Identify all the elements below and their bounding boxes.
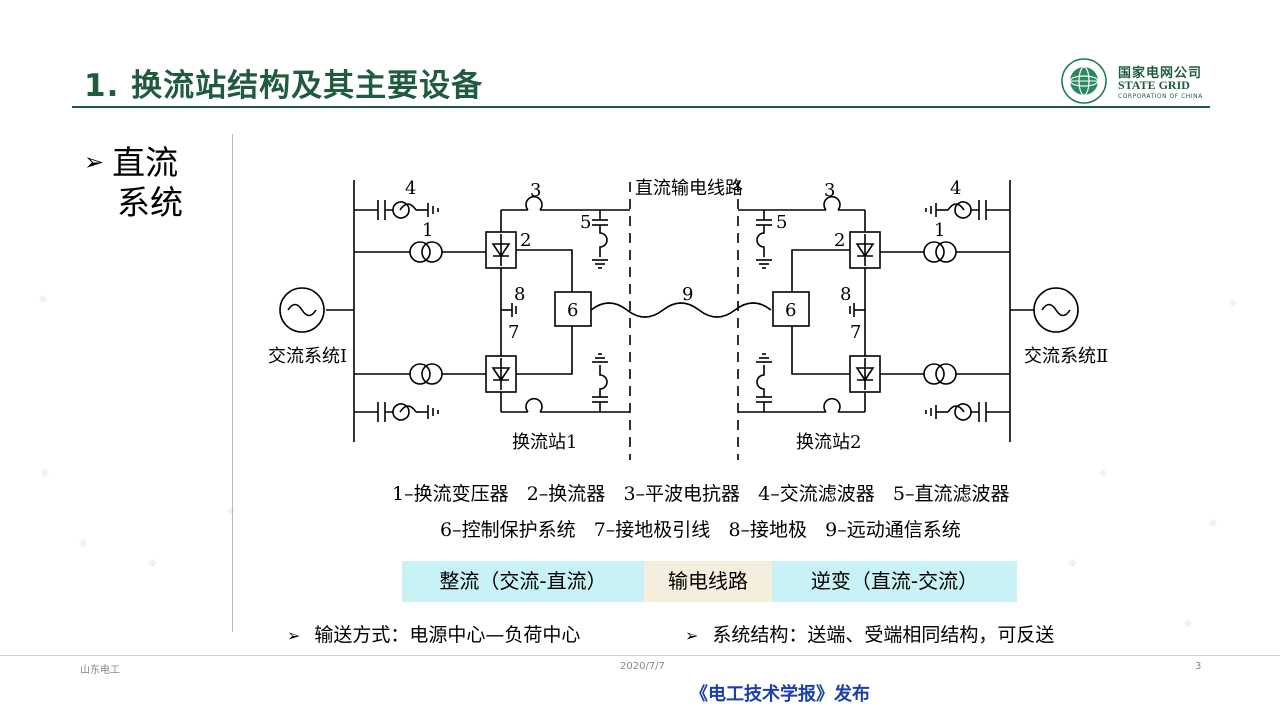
title-underline (72, 106, 1210, 108)
legend-item: 8–接地极 (728, 519, 808, 541)
bullet-arrow-icon: ➢ (84, 148, 105, 176)
num-9: 9 (682, 284, 693, 305)
band-rectify: 整流（交流-直流） (402, 561, 644, 602)
num-2-right: 2 (834, 230, 845, 251)
num-3-right: 3 (824, 180, 835, 201)
num-4-left: 4 (405, 178, 416, 199)
bullet-main-line1: 直流 (112, 143, 179, 182)
ac-left-label: 交流系统Ⅰ (268, 346, 347, 367)
station-right-label: 换流站2 (796, 432, 861, 453)
legend-item: 6–控制保护系统 (440, 519, 576, 541)
bottom-bullet-right: ➢ 系统结构：送端、受端相同结构，可反送 (685, 620, 1054, 647)
legend-item: 7–接地极引线 (593, 519, 711, 541)
left-divider (232, 134, 233, 632)
hvdc-circuit-diagram: 直流输电线路 交流系统Ⅰ 4 1 2 7 8 3 (268, 178, 1108, 460)
right-ac-sine-icon (1041, 303, 1071, 317)
num-5-left: 5 (580, 212, 591, 233)
num-8-left: 8 (514, 284, 525, 305)
footer-page-number: 3 (1195, 661, 1202, 672)
footer-org: 山东电工 (80, 665, 120, 676)
left-ac-source (279, 287, 325, 333)
num-1-right: 1 (934, 220, 945, 241)
left-ac-sine-icon (287, 303, 317, 317)
station-left-label: 换流站1 (512, 432, 577, 453)
line-label: 直流输电线路 (635, 178, 743, 199)
publisher-credit: 《电工技术学报》发布 (690, 684, 870, 705)
bullet-arrow-icon: ➢ (287, 626, 301, 645)
num-3-left: 3 (530, 180, 541, 201)
logo-text-sub: CORPORATION OF CHINA (1118, 93, 1203, 100)
legend-row-2: 6–控制保护系统 7–接地极引线 8–接地极 9–远动通信系统 (440, 515, 961, 542)
legend-item: 3–平波电抗器 (623, 483, 741, 505)
comms-link (590, 302, 772, 318)
bottom-right-text: 系统结构：送端、受端相同结构，可反送 (712, 624, 1055, 646)
control-box-right (772, 291, 810, 327)
num-2-left: 2 (520, 230, 531, 251)
bottom-bullet-left: ➢ 输送方式：电源中心—负荷中心 (287, 620, 580, 647)
num-4-right: 4 (950, 178, 961, 199)
num-7-left: 7 (508, 322, 519, 343)
right-ac-source (1033, 287, 1079, 333)
legend-item: 1–换流变压器 (392, 483, 509, 505)
smoothing-reactor-left-top (525, 195, 543, 211)
bullet-arrow-icon: ➢ (685, 626, 699, 645)
num-5-right: 5 (776, 212, 787, 233)
band-invert: 逆变（直流-交流） (772, 561, 1017, 602)
footer-date: 2020/7/7 (620, 661, 665, 672)
legend-item: 5–直流滤波器 (892, 483, 1010, 505)
num-1-left: 1 (422, 220, 433, 241)
slide-title: 1. 换流站结构及其主要设备 (84, 68, 484, 104)
footer-divider (0, 655, 1280, 656)
legend-item: 9–远动通信系统 (825, 519, 961, 541)
num-6-left: 6 (567, 300, 578, 321)
ac-right-label: 交流系统Ⅱ (1024, 346, 1108, 367)
logo-text-cn: 国家电网公司 (1118, 66, 1203, 81)
legend-item: 2–换流器 (526, 483, 606, 505)
band-transmit: 输电线路 (644, 561, 772, 602)
main-bullet: ➢直流 系统 (84, 142, 183, 223)
bottom-left-text: 输送方式：电源中心—负荷中心 (314, 624, 581, 646)
legend-row-1: 1–换流变压器 2–换流器 3–平波电抗器 4–交流滤波器 5–直流滤波器 (392, 479, 1009, 506)
legend-item: 4–交流滤波器 (758, 483, 875, 505)
num-6-right: 6 (785, 300, 796, 321)
num-8-right: 8 (840, 284, 851, 305)
num-7-right: 7 (850, 322, 861, 343)
state-grid-logo (1061, 58, 1107, 104)
bullet-main-line2: 系统 (117, 183, 183, 222)
logo-text-en: STATE GRID (1118, 78, 1190, 92)
